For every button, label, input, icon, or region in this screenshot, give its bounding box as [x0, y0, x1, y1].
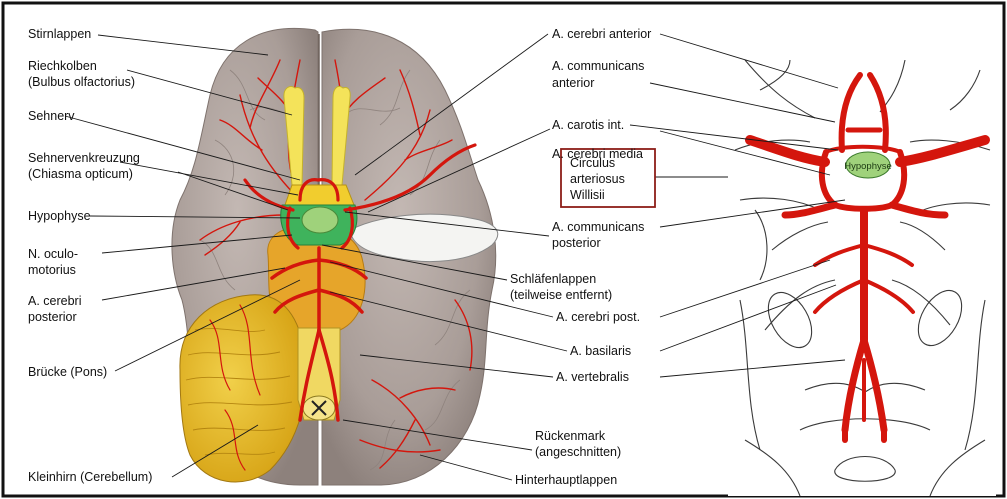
callout-willisii: Willisii: [570, 188, 605, 202]
label-rueckenmark: Rückenmark: [535, 429, 606, 443]
brain-illustration: [172, 28, 498, 485]
label-a-communicans-anterior-1: A. communicans: [552, 59, 644, 73]
label-a-carotis-int: A. carotis int.: [552, 118, 624, 132]
inset-hypophyse-label: Hypophyse: [844, 161, 892, 172]
label-hinterhauptlappen: Hinterhauptlappen: [515, 473, 617, 487]
label-n-oculomotorius-1: N. oculo-: [28, 247, 78, 261]
label-hypophyse: Hypophyse: [28, 209, 91, 223]
callout-arteriosus: arteriosus: [570, 172, 625, 186]
label-a-cerebri-post: A. cerebri post.: [556, 310, 640, 324]
willis-inset: Hypophyse: [728, 60, 996, 496]
label-schlaefenlappen: Schläfenlappen: [510, 272, 596, 286]
label-a-communicans-posterior-1: A. communicans: [552, 220, 644, 234]
label-n-oculomotorius-2: motorius: [28, 263, 76, 277]
label-riechkolben: Riechkolben: [28, 59, 97, 73]
left-labels: Stirnlappen Riechkolben (Bulbus olfactor…: [28, 27, 152, 484]
label-a-cerebri-posterior-2: posterior: [28, 310, 77, 324]
label-bruecke: Brücke (Pons): [28, 365, 107, 379]
label-teilweise-entfernt: (teilweise entfernt): [510, 288, 612, 302]
label-a-vertebralis: A. vertebralis: [556, 370, 629, 384]
hypophysis: [302, 207, 338, 233]
label-kleinhirn: Kleinhirn (Cerebellum): [28, 470, 152, 484]
label-a-cerebri-posterior-1: A. cerebri: [28, 294, 82, 308]
callout-circulus: Circulus: [570, 156, 615, 170]
label-a-communicans-anterior-2: anterior: [552, 76, 594, 90]
label-bulbus-olfactorius: (Bulbus olfactorius): [28, 75, 135, 89]
label-sehnerv: Sehnerv: [28, 109, 75, 123]
label-a-cerebri-anterior: A. cerebri anterior: [552, 27, 651, 41]
label-a-basilaris: A. basilaris: [570, 344, 631, 358]
label-stirnlappen: Stirnlappen: [28, 27, 91, 41]
label-a-communicans-posterior-2: posterior: [552, 236, 601, 250]
label-sehnervenkreuzung: Sehnervenkreuzung: [28, 151, 140, 165]
optic-chiasm: [285, 185, 354, 205]
label-angeschnitten: (angeschnitten): [535, 445, 621, 459]
label-chiasma-opticum: (Chiasma opticum): [28, 167, 133, 181]
right-labels: A. cerebri anterior A. communicans anter…: [510, 27, 651, 487]
